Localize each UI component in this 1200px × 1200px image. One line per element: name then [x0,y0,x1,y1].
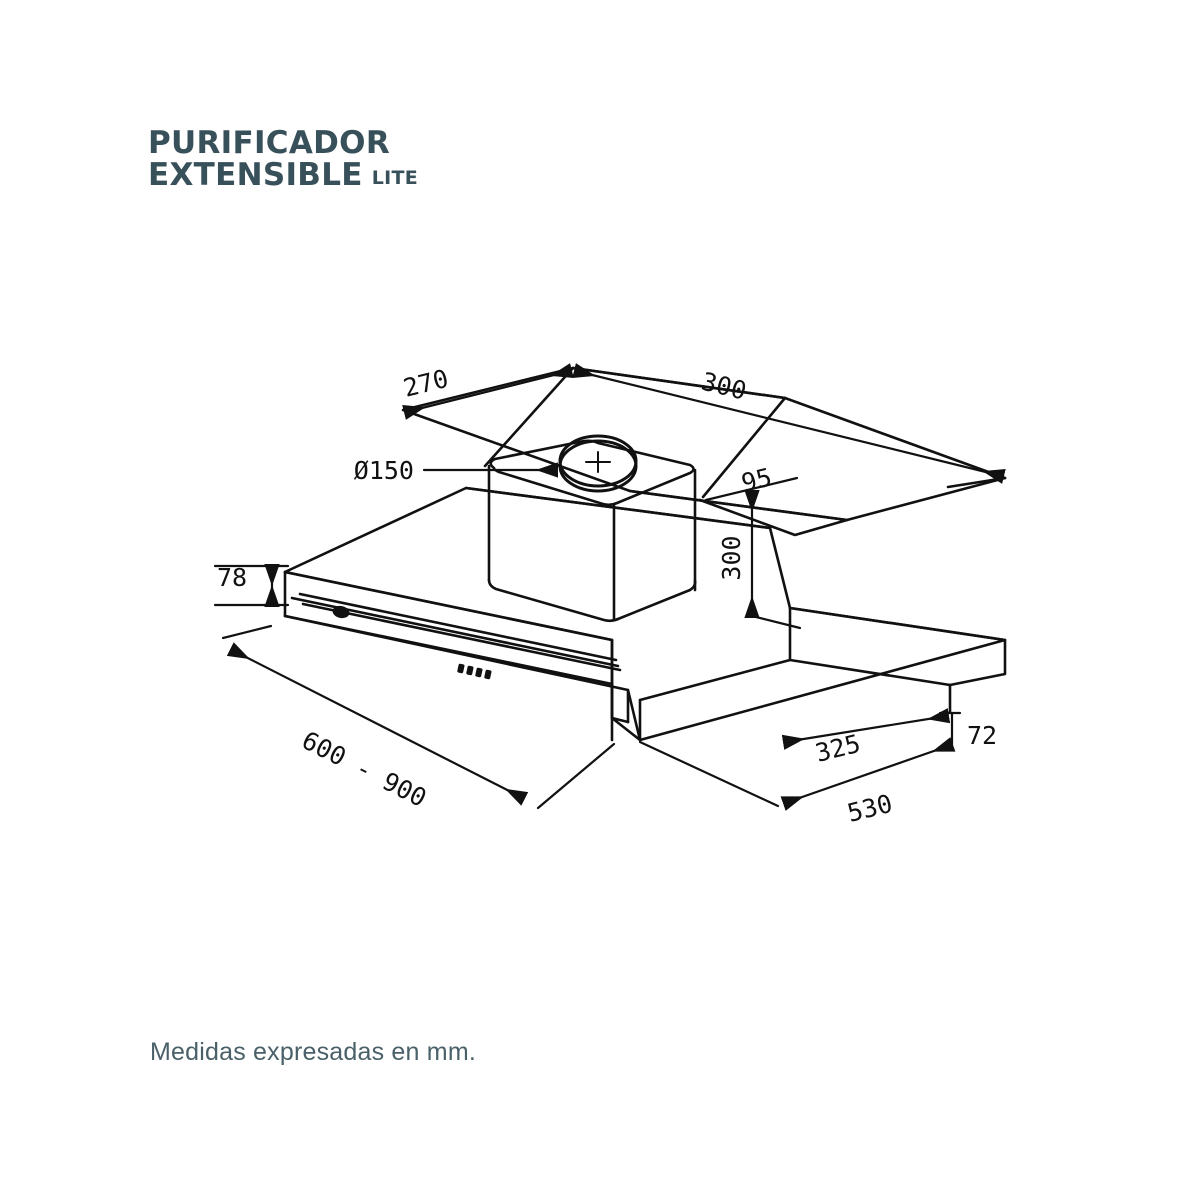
dimension-78 [213,563,290,608]
dimension-label-600-900: 600 - 900 [297,726,431,813]
dimension-530 [638,737,956,811]
dimension-label-270: 270 [400,364,451,403]
page-title-variant: LITE [371,167,419,190]
dimension-300-height [744,489,802,630]
dimension-325 [781,708,951,750]
dimension-label-325: 325 [812,729,863,768]
units-caption: Medidas expresadas en mm. [150,1038,476,1066]
dimension-300-plate [572,363,1006,484]
dimension-label-72: 72 [967,721,997,750]
dimension-270 [402,363,574,420]
dimension-72 [938,711,962,748]
dimension-600-900 [221,624,616,810]
dimension-label-95: 95 [738,462,774,497]
dimension-label-300-height: 300 [717,535,746,580]
duct-center-mark [585,451,611,473]
control-panel-icon [457,663,492,680]
chimney-box [487,434,697,623]
dimension-label-d150: Ø150 [354,456,414,485]
dimension-95 [704,476,799,502]
dimension-label-530: 530 [844,789,895,828]
dimension-label-300-plate: 300 [699,367,750,406]
hood-light-icon [332,605,350,619]
control-strip [298,592,622,672]
title-block: PURIFICADOR EXTENSIBLE LITE [148,125,419,193]
dimension-label-78: 78 [217,563,247,592]
page-title-line-1: PURIFICADOR [148,125,391,161]
page-title-line-2: EXTENSIBLE [148,156,363,193]
page-title-line-2-row: EXTENSIBLE LITE [148,156,419,193]
